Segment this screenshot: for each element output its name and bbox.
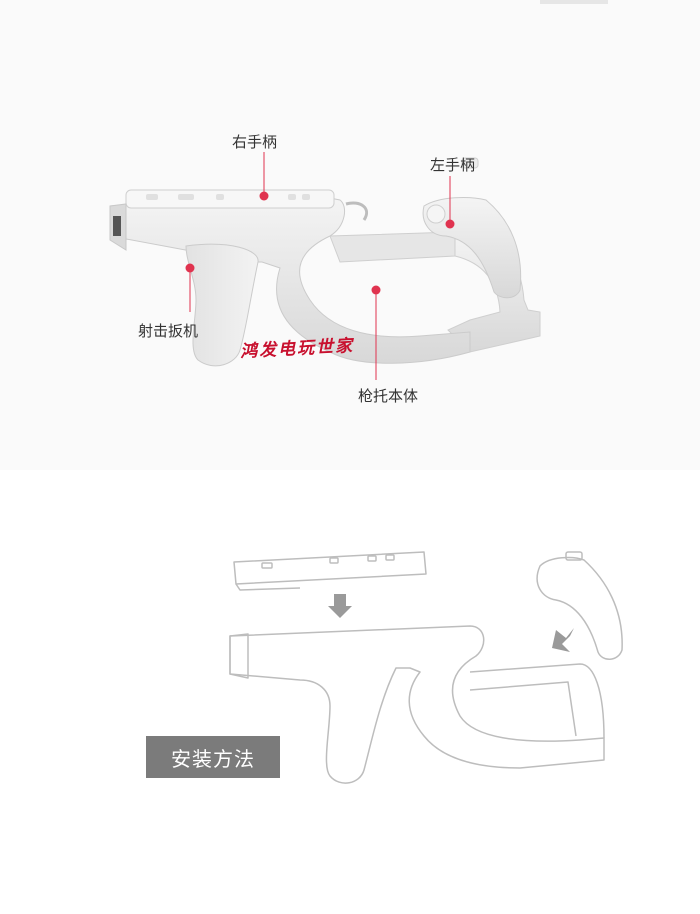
- callout-label-right-controller: 右手柄: [232, 133, 278, 151]
- zapper-illustration: [109, 152, 541, 380]
- callout-dot-left-controller: [445, 219, 455, 229]
- install-method-label: 安装方法: [146, 736, 280, 778]
- top-tab-decoration: [540, 0, 608, 4]
- callout-label-left-controller: 左手柄: [430, 156, 476, 174]
- callout-dot-right-controller: [259, 191, 269, 201]
- zapper-grip: [185, 243, 259, 367]
- callout-dot-trigger: [185, 263, 195, 273]
- right-controller-shape: [125, 189, 335, 209]
- installation-section: [0, 470, 700, 914]
- callout-dot-stock-body: [371, 285, 381, 295]
- zapper-rear-bar: [329, 231, 456, 263]
- callout-label-trigger: 射击扳机: [138, 322, 199, 340]
- zapper-main-body: [109, 195, 471, 364]
- callout-label-stock-body: 枪托本体: [358, 387, 419, 405]
